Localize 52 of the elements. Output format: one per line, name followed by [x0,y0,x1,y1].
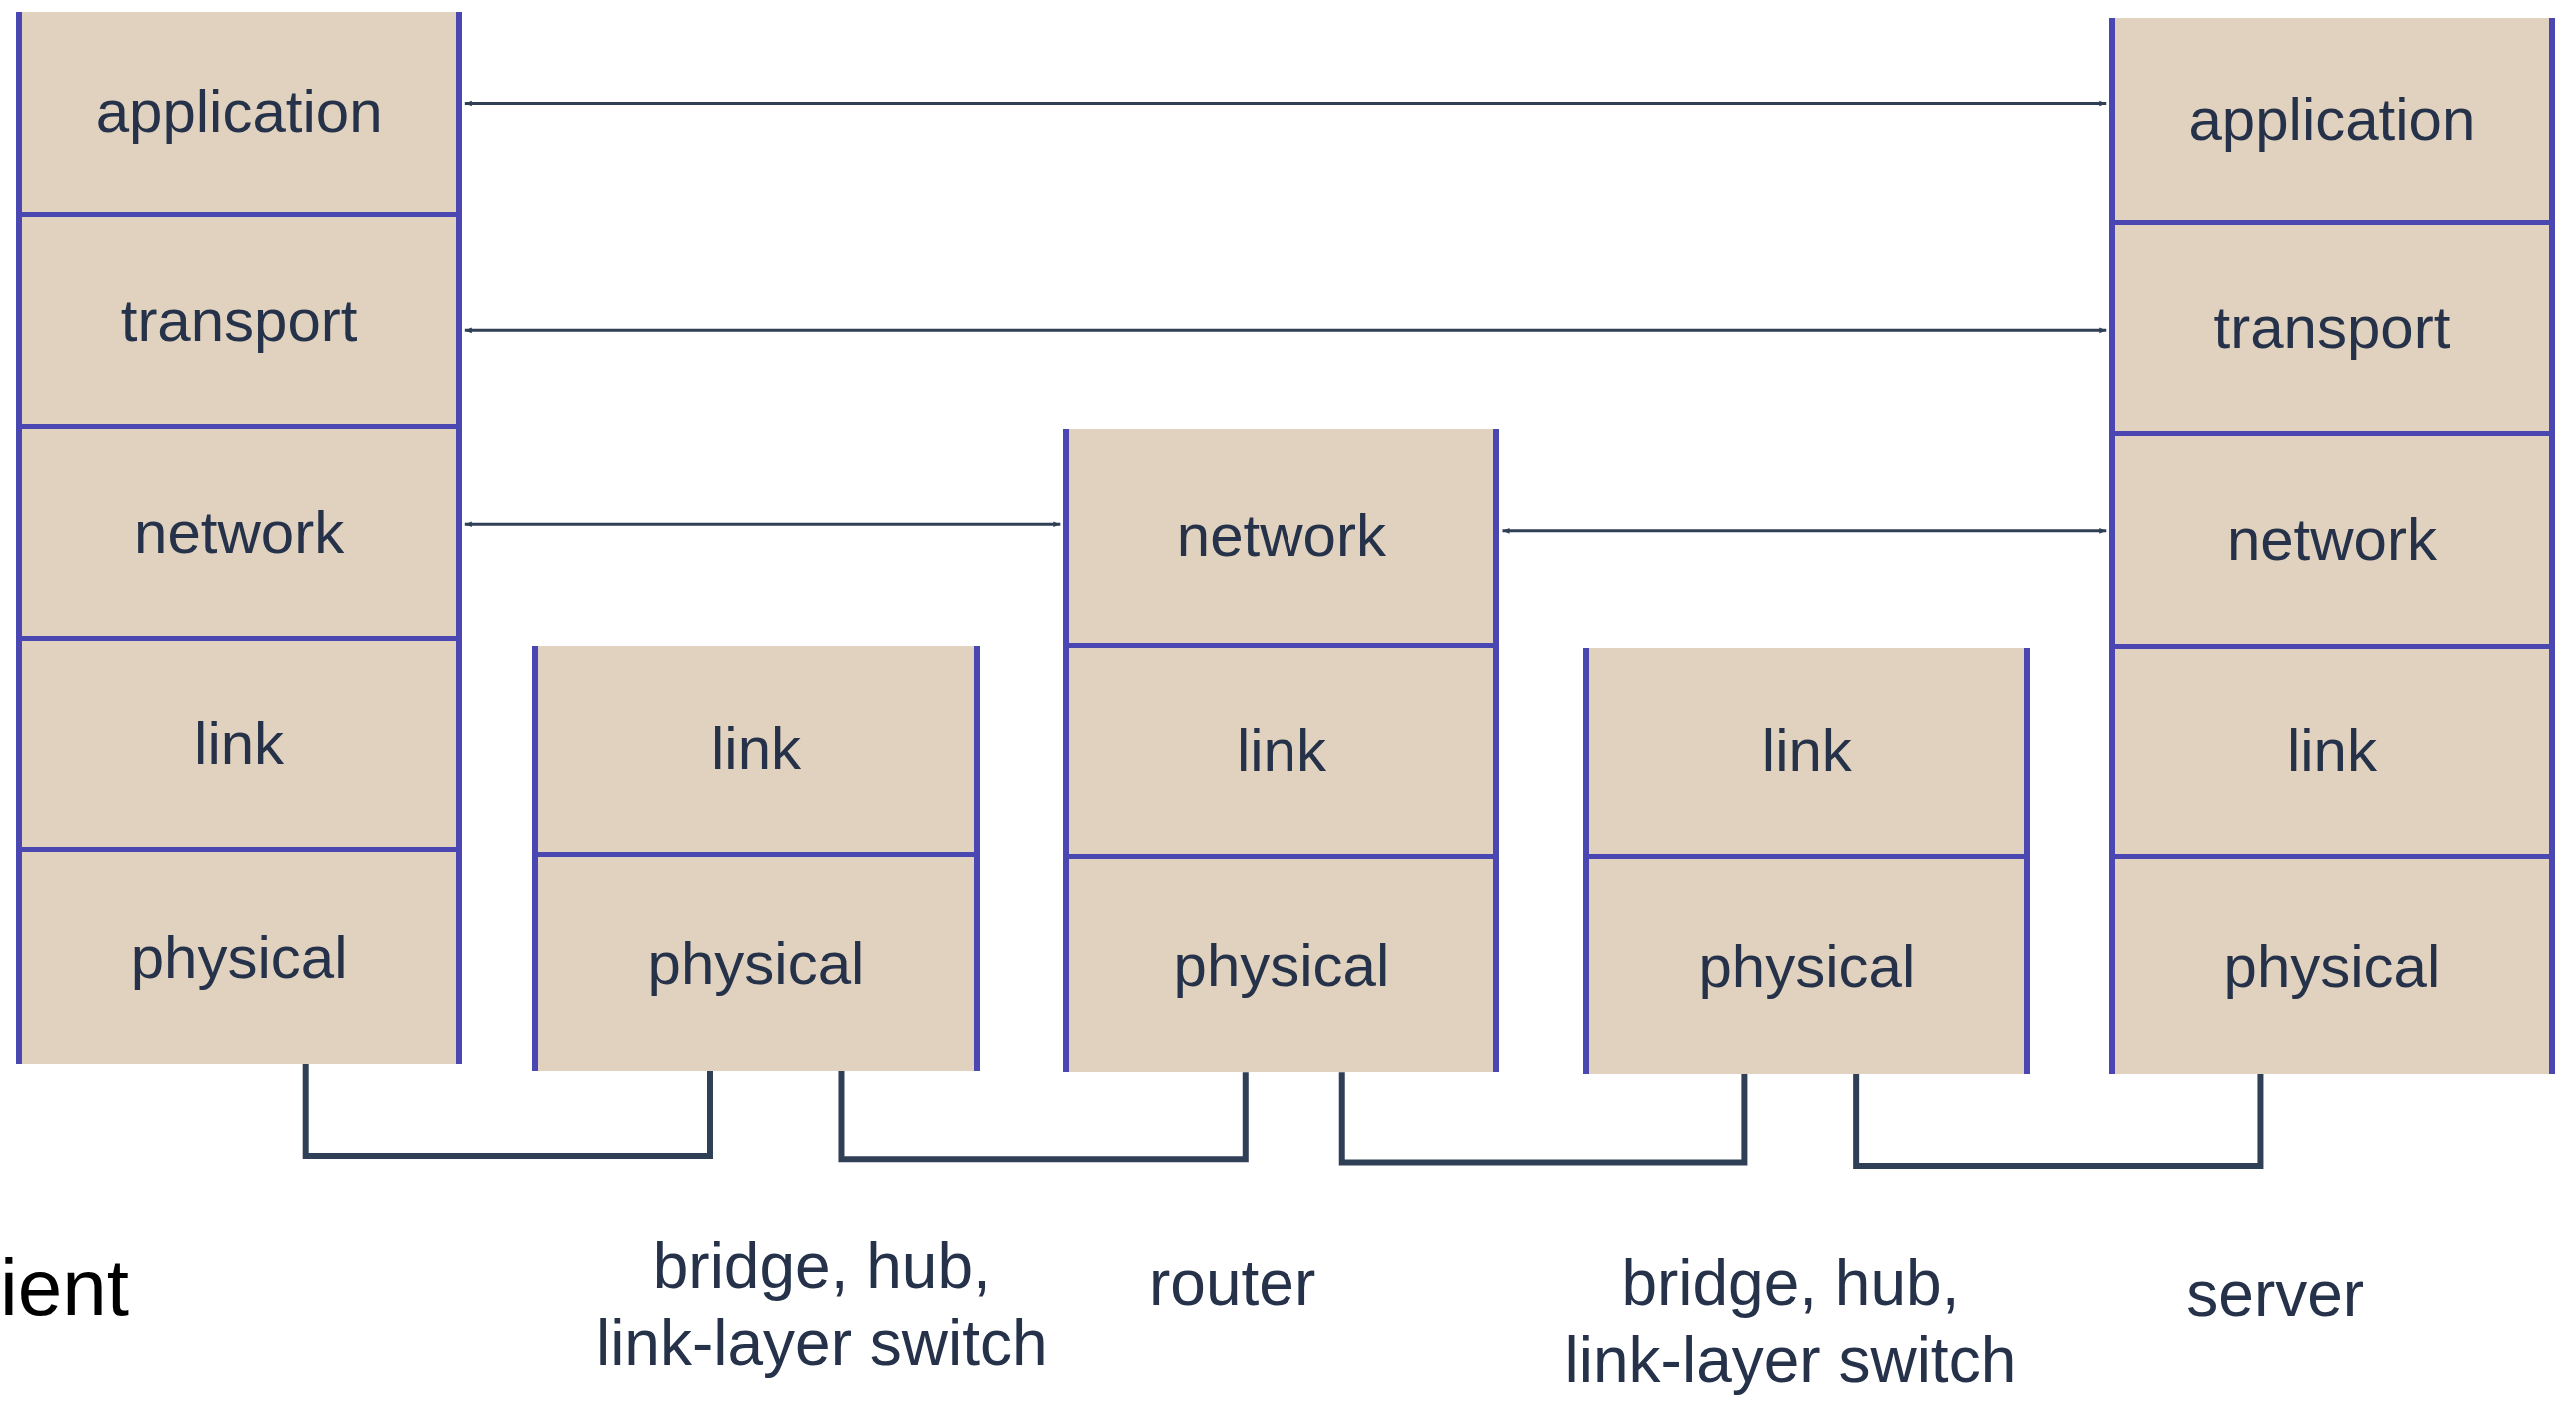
layer-label: physical [130,923,348,993]
layer-label: physical [2223,931,2441,1001]
peer-arrow [464,327,2107,334]
protocol-stack-box [2109,18,2555,1074]
link-wire [1853,1073,2264,1169]
protocol-layer-box [2115,858,2549,1074]
protocol-layer-box [1069,858,1494,1073]
device-label: router [1148,1245,1317,1321]
protocol-layer-box [22,428,456,641]
layer-label: link [194,709,285,778]
protocol-layer-box [1589,647,2025,859]
link-wire [302,1064,713,1159]
device-label: bridge, hub, link-layer switch [594,1229,1049,1382]
layer-label: physical [1173,930,1390,1000]
device-label: bridge, hub, link-layer switch [1563,1245,2018,1398]
layer-label: link [2286,716,2377,786]
layer-label: physical [1698,931,1916,1001]
protocol-layer-box [22,216,456,429]
layer-label: network [1176,501,1386,571]
layer-label: link [710,713,801,783]
protocol-layer-box [2115,435,2549,650]
device-label: server [2185,1257,2366,1333]
protocol-layer-box [22,851,456,1064]
protocol-stack-box [532,645,980,1071]
protocol-layer-box [22,640,456,852]
peer-arrow [464,100,2107,107]
layer-label: transport [2213,293,2451,363]
protocol-layer-box [538,856,974,1071]
protocol-layer-box [1589,858,2025,1074]
layer-label: application [2188,84,2476,154]
layer-label: application [95,77,383,147]
protocol-stack-box [16,11,462,1064]
peer-arrow [1502,528,2107,534]
layer-label: link [1761,715,1852,785]
protocol-layer-box [2115,225,2549,436]
layer-label: transport [120,285,358,355]
layer-label: physical [647,929,865,999]
peer-arrow [464,521,1061,528]
protocol-layer-box [1069,428,1494,648]
layer-label: network [134,497,345,567]
protocol-stack-box [1583,647,2031,1074]
link-wire [1338,1072,1748,1166]
link-wire [838,1070,1249,1163]
layer-label: link [1236,715,1326,785]
protocol-layer-box [2115,649,2549,859]
layer-label: network [2226,505,2437,575]
protocol-layer-box [1069,647,1494,859]
protocol-stack-box [1063,428,1500,1073]
protocol-layer-box [2115,18,2549,226]
protocol-layer-box [538,645,974,857]
device-label: ient [0,1241,130,1334]
protocol-layer-box [22,11,456,217]
